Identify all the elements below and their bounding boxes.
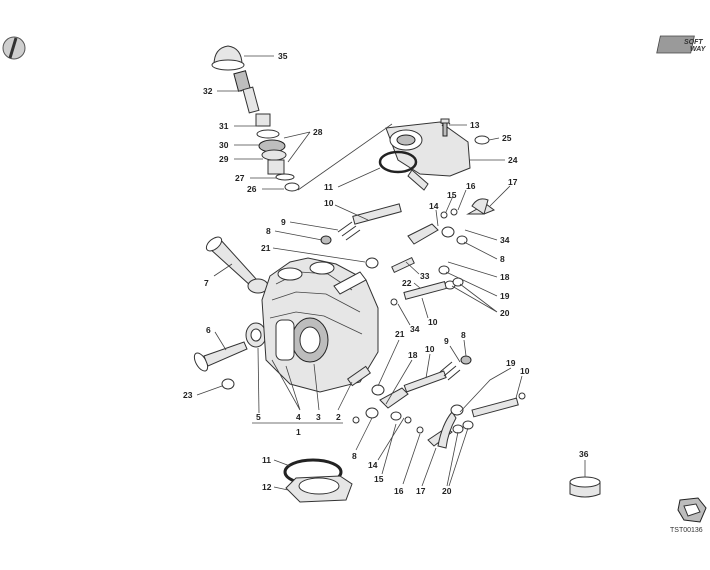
label-17-lower: 17 xyxy=(416,486,426,496)
label-20-upper: 20 xyxy=(500,308,510,318)
label-29: 29 xyxy=(219,154,229,164)
label-34-upper: 34 xyxy=(500,235,510,245)
screw-13 xyxy=(440,118,450,137)
label-35: 35 xyxy=(278,51,288,61)
label-13: 13 xyxy=(470,120,480,130)
drawing-code: TST00136 xyxy=(670,527,703,534)
label-30: 30 xyxy=(219,140,229,150)
label-15-upper: 15 xyxy=(447,190,457,200)
label-10-lower-mid: 10 xyxy=(425,344,435,354)
label-10-lower-right: 10 xyxy=(520,366,530,376)
label-14-lower: 14 xyxy=(368,460,378,470)
stud-2 xyxy=(346,365,372,387)
washer-25 xyxy=(474,135,490,145)
cam-cover xyxy=(385,119,471,191)
upper-valve-gear xyxy=(320,198,496,306)
flange-12 xyxy=(285,475,353,503)
label-4: 4 xyxy=(296,412,301,422)
label-8-lower-left: 8 xyxy=(352,451,357,461)
label-8-upper-left: 8 xyxy=(266,226,271,236)
label-23: 23 xyxy=(183,390,193,400)
emblem-icon xyxy=(2,36,26,60)
label-11-lower: 11 xyxy=(262,455,271,465)
label-10-upper: 10 xyxy=(324,198,334,208)
label-6: 6 xyxy=(206,325,211,335)
label-5: 5 xyxy=(256,412,261,422)
label-12: 12 xyxy=(262,482,272,492)
label-17-upper: 17 xyxy=(508,177,518,187)
o-ring-11-upper xyxy=(378,150,418,174)
label-3: 3 xyxy=(316,412,321,422)
valve-7 xyxy=(205,236,258,287)
label-2: 2 xyxy=(336,412,341,422)
label-8-lower-right: 8 xyxy=(461,330,466,340)
label-22: 22 xyxy=(402,278,412,288)
leader-lines xyxy=(196,55,586,491)
top-plug-assembly xyxy=(211,45,300,192)
label-20-lower: 20 xyxy=(442,486,452,496)
valve-seal-lower xyxy=(245,322,267,348)
label-16-lower: 16 xyxy=(394,486,404,496)
part-labels: 35 32 31 28 30 29 27 26 11 13 25 24 17 1… xyxy=(183,51,589,496)
label-19-lower: 19 xyxy=(506,358,516,368)
label-21-upper: 21 xyxy=(261,243,271,253)
valve-6 xyxy=(193,341,248,372)
engine-thumbnail-icon xyxy=(677,497,707,523)
label-19-upper: 19 xyxy=(500,291,510,301)
label-9-lower: 9 xyxy=(444,336,449,346)
bushing-36 xyxy=(569,476,601,498)
brand-badge: SOFT WAY xyxy=(656,35,707,54)
label-9-upper: 9 xyxy=(281,217,286,227)
label-8-upper-right: 8 xyxy=(500,254,505,264)
label-27: 27 xyxy=(235,173,245,183)
label-18-upper: 18 xyxy=(500,272,510,282)
label-26: 26 xyxy=(247,184,257,194)
label-32: 32 xyxy=(203,86,213,96)
label-11-upper: 11 xyxy=(324,182,333,192)
label-21-lower: 21 xyxy=(395,329,405,339)
label-16-upper: 16 xyxy=(466,181,476,191)
label-34-lower: 34 xyxy=(410,324,420,334)
label-1: 1 xyxy=(296,427,301,437)
label-25: 25 xyxy=(502,133,512,143)
label-10-mid: 10 xyxy=(428,317,438,327)
lower-valve-gear xyxy=(352,355,526,449)
label-15-lower: 15 xyxy=(374,474,384,484)
label-31: 31 xyxy=(219,121,229,131)
brand-badge-line1: SOFT xyxy=(684,39,703,46)
label-14-upper: 14 xyxy=(429,201,439,211)
label-24: 24 xyxy=(508,155,518,165)
label-7: 7 xyxy=(204,278,209,288)
label-33: 33 xyxy=(420,271,430,281)
brand-badge-line2: WAY xyxy=(690,46,707,53)
gasket-23 xyxy=(221,378,235,390)
label-36: 36 xyxy=(579,449,589,459)
label-18-lower: 18 xyxy=(408,350,418,360)
cylinder-head xyxy=(261,257,379,393)
label-28: 28 xyxy=(313,127,323,137)
